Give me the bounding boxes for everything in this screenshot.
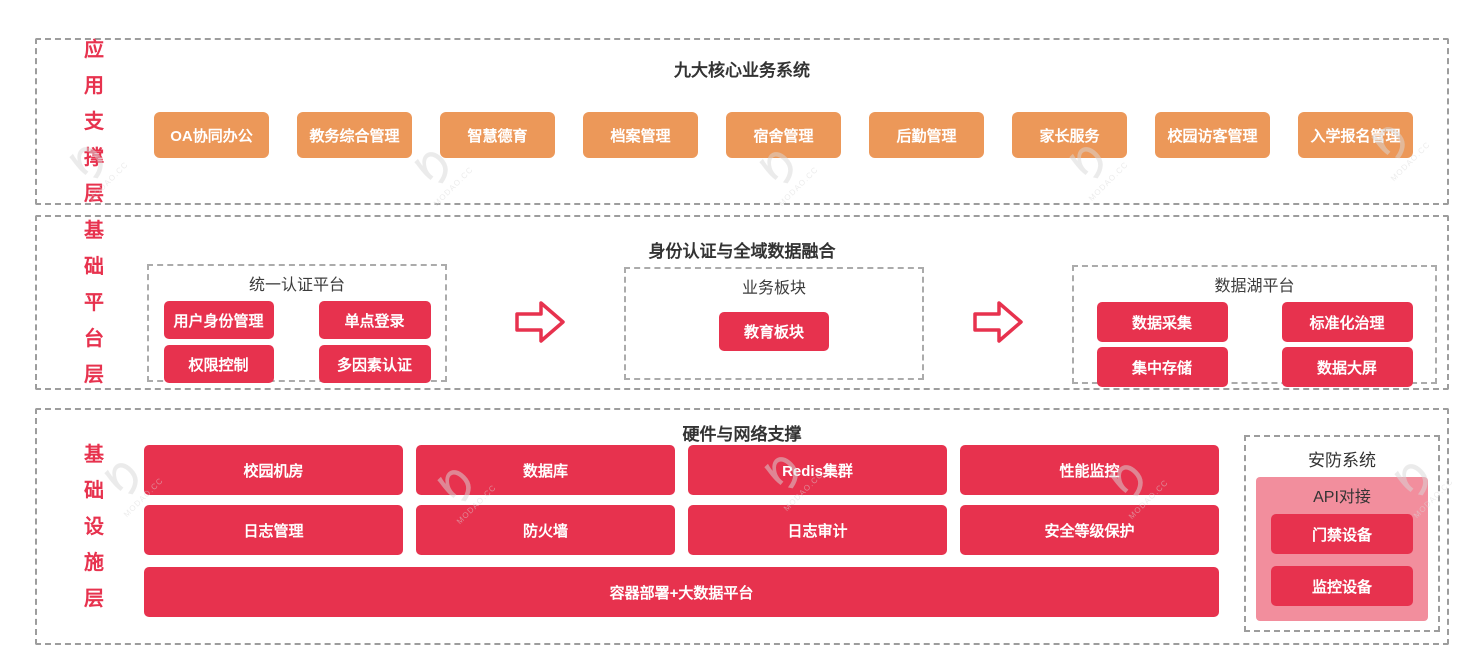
app-box: 校园访客管理: [1155, 112, 1270, 158]
layer-label-infrastructure: 基础设施层: [79, 410, 109, 643]
layer-label-text: 应用支撑层: [84, 38, 104, 205]
infra-cell: 性能监控: [960, 445, 1219, 495]
layer-label-application-support: 应用支撑层: [79, 39, 109, 205]
group-title: 统一认证平台: [248, 277, 345, 294]
core-systems-row: OA协同办公 教务综合管理 智慧德育 档案管理 宿舍管理 后勤管理 家长服务 校…: [154, 112, 1413, 158]
auth-item: 单点登录: [318, 301, 431, 339]
layer2-title: 身份认证与全域数据融合: [648, 242, 836, 261]
app-box: 教务综合管理: [297, 112, 412, 158]
business-item: 教育板块: [719, 312, 829, 351]
auth-item: 用户身份管理: [163, 301, 274, 339]
lake-item: 数据大屏: [1281, 347, 1413, 387]
layer-base-platform: 基础平台层 身份认证与全域数据融合 统一认证平台 用户身份管理 单点登录 权限控…: [35, 215, 1449, 390]
group-title: 业务板块: [741, 280, 806, 297]
lake-item: 集中存储: [1096, 347, 1228, 387]
app-box: 档案管理: [583, 112, 698, 158]
layer-label-base-platform: 基础平台层: [79, 217, 109, 388]
infra-cell: 安全等级保护: [960, 505, 1219, 555]
right-arrow-icon: [973, 301, 1023, 343]
group-unified-auth: 统一认证平台 用户身份管理 单点登录 权限控制 多因素认证: [147, 264, 447, 383]
layer-label-text: 基础平台层: [84, 219, 104, 386]
infra-cell: 校园机房: [144, 445, 403, 495]
group-business-sections: 业务板块 教育板块: [624, 267, 924, 380]
auth-item: 多因素认证: [318, 345, 431, 383]
layer1-title: 九大核心业务系统: [674, 61, 810, 80]
auth-item: 权限控制: [163, 345, 274, 383]
layer-label-text: 基础设施层: [84, 443, 104, 610]
security-system-panel: 安防系统 API对接 门禁设备 监控设备: [1244, 435, 1440, 632]
security-item: 门禁设备: [1271, 514, 1413, 554]
infrastructure-grid: 校园机房 数据库 Redis集群 性能监控 日志管理 防火墙 日志审计 安全等级…: [144, 445, 1219, 555]
app-box: 入学报名管理: [1298, 112, 1413, 158]
lake-item: 数据采集: [1096, 302, 1228, 342]
right-arrow-icon: [515, 301, 565, 343]
infra-cell: 日志审计: [688, 505, 947, 555]
app-box: OA协同办公: [154, 112, 269, 158]
security-item: 监控设备: [1271, 566, 1413, 606]
infra-cell: 防火墙: [416, 505, 675, 555]
lake-item: 标准化治理: [1281, 302, 1413, 342]
group-title: 数据湖平台: [1214, 278, 1295, 295]
container-bigdata-bar: 容器部署+大数据平台: [144, 567, 1219, 617]
api-docking-panel: API对接 门禁设备 监控设备: [1256, 477, 1428, 621]
app-box: 后勤管理: [869, 112, 984, 158]
layer3-title: 硬件与网络支撑: [682, 425, 802, 444]
group-data-lake: 数据湖平台 数据采集 标准化治理 集中存储 数据大屏: [1072, 265, 1437, 387]
app-box: 宿舍管理: [726, 112, 841, 158]
lake-items-grid: 数据采集 标准化治理 集中存储 数据大屏: [1074, 302, 1435, 387]
infra-cell: 日志管理: [144, 505, 403, 555]
auth-items-grid: 用户身份管理 单点登录 权限控制 多因素认证: [149, 301, 445, 383]
layer-application-support: 应用支撑层 九大核心业务系统 OA协同办公 教务综合管理 智慧德育 档案管理 宿…: [35, 38, 1449, 205]
layer-infrastructure: 基础设施层 硬件与网络支撑 校园机房 数据库 Redis集群 性能监控 日志管理…: [35, 408, 1449, 645]
infra-cell: Redis集群: [688, 445, 947, 495]
api-docking-title: API对接: [1313, 489, 1371, 506]
app-box: 智慧德育: [440, 112, 555, 158]
app-box: 家长服务: [1012, 112, 1127, 158]
security-title: 安防系统: [1308, 451, 1376, 470]
infra-cell: 数据库: [416, 445, 675, 495]
